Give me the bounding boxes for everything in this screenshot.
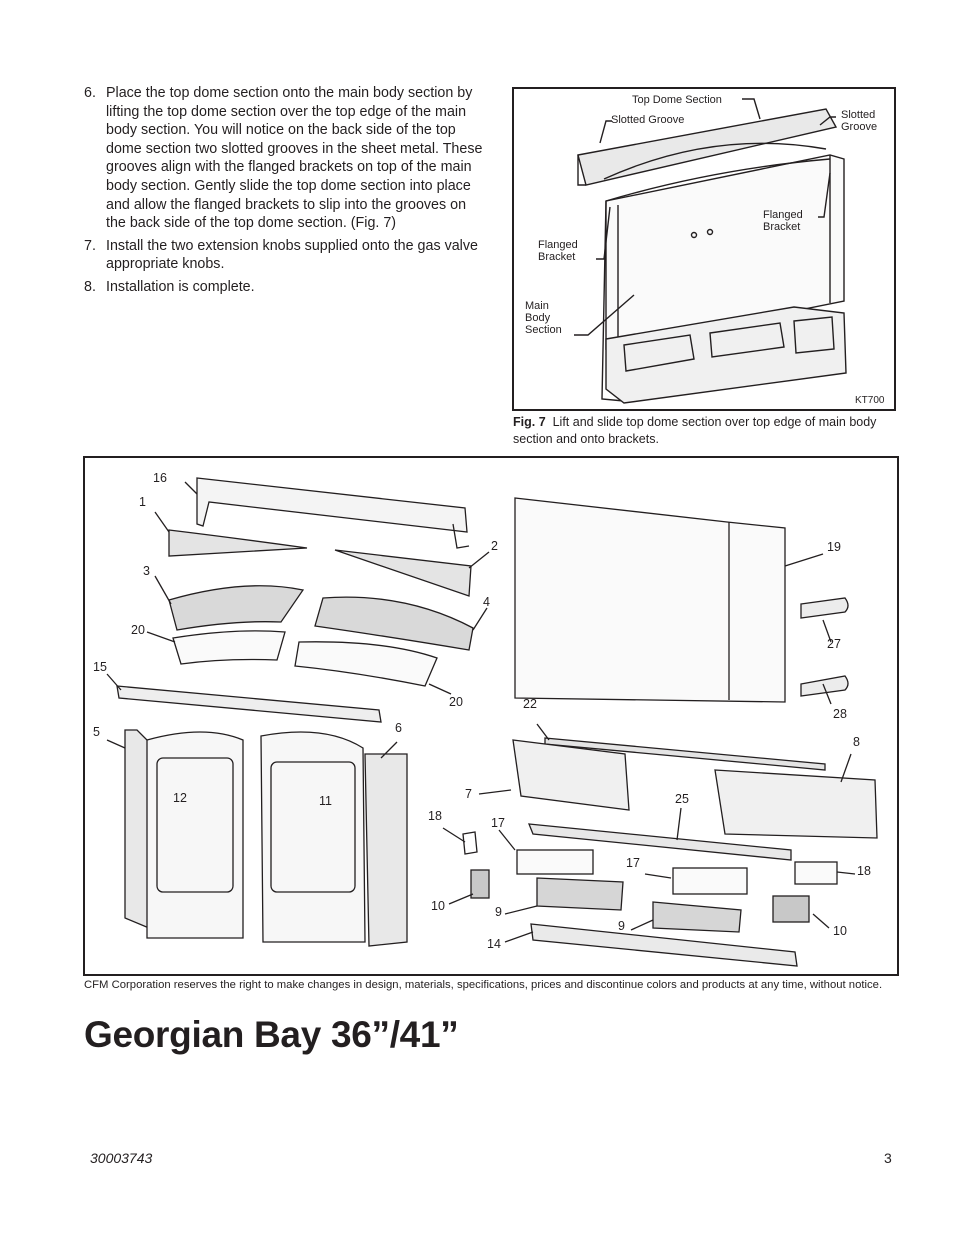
part-number: 16 <box>153 471 167 485</box>
label-slotted-groove-left: Slotted Groove <box>611 114 685 126</box>
label-flanged-bracket-left: Flanged Bracket <box>538 239 578 263</box>
figure-code: KT700 <box>855 395 885 406</box>
part-number: 18 <box>857 864 871 878</box>
part-number: 7 <box>465 787 472 801</box>
part-number: 9 <box>618 919 625 933</box>
step-number: 8. <box>84 278 96 295</box>
part-number: 17 <box>491 816 505 830</box>
part-number: 5 <box>93 725 100 739</box>
part-number: 3 <box>143 564 150 578</box>
step-number: 7. <box>84 237 96 254</box>
label-top-dome: Top Dome Section <box>632 94 722 106</box>
figure-7: Top Dome Section Slotted Groove Slotted … <box>512 87 896 411</box>
part-number: 8 <box>853 735 860 749</box>
part-number: 10 <box>833 924 847 938</box>
part-number: 2 <box>491 539 498 553</box>
page-number: 3 <box>884 1150 892 1166</box>
part-number: 22 <box>523 697 537 711</box>
part-number: 28 <box>833 707 847 721</box>
part-number: 1 <box>139 495 146 509</box>
part-number: 17 <box>626 856 640 870</box>
disclaimer: CFM Corporation reserves the right to ma… <box>84 979 883 991</box>
part-number: 6 <box>395 721 402 735</box>
part-number: 11 <box>319 794 332 808</box>
part-number: 18 <box>428 809 442 823</box>
caption-text: Lift and slide top dome section over top… <box>513 415 877 446</box>
page-title: Georgian Bay 36”/41” <box>84 1014 459 1055</box>
parts-drawing <box>106 477 878 967</box>
step-text: Install the two extension knobs supplied… <box>106 237 478 273</box>
fig7-drawing <box>574 98 847 404</box>
installation-steps: 6. Place the top dome section onto the ma… <box>84 84 484 301</box>
part-number: 25 <box>675 792 689 806</box>
document-number: 30003743 <box>90 1150 153 1166</box>
label-main-body: Main Body Section <box>525 300 562 336</box>
part-number: 12 <box>173 791 187 805</box>
part-number: 4 <box>483 595 490 609</box>
parts-diagram: 16 1 2 3 4 20 20 15 5 6 12 11 19 27 28 2… <box>83 456 899 976</box>
part-number: 20 <box>131 623 145 637</box>
part-number: 9 <box>495 905 502 919</box>
part-number: 10 <box>431 899 445 913</box>
part-number: 19 <box>827 540 841 554</box>
figure-caption: Fig. 7 Lift and slide top dome section o… <box>513 414 898 447</box>
part-number: 20 <box>449 695 463 709</box>
step-text: Installation is complete. <box>106 278 255 295</box>
step-text: Place the top dome section onto the main… <box>106 85 483 232</box>
part-number: 15 <box>93 660 107 674</box>
caption-label: Fig. 7 <box>513 415 546 429</box>
step-7: 7. Install the two extension knobs suppli… <box>84 237 484 274</box>
label-flanged-bracket-right: Flanged Bracket <box>763 209 803 233</box>
step-6: 6. Place the top dome section onto the ma… <box>84 84 484 233</box>
part-number: 27 <box>827 637 841 651</box>
label-slotted-groove-right: Slotted Groove <box>841 109 878 133</box>
step-number: 6. <box>84 85 96 101</box>
step-8: 8. Installation is complete. <box>84 278 484 297</box>
part-number: 14 <box>487 937 501 951</box>
